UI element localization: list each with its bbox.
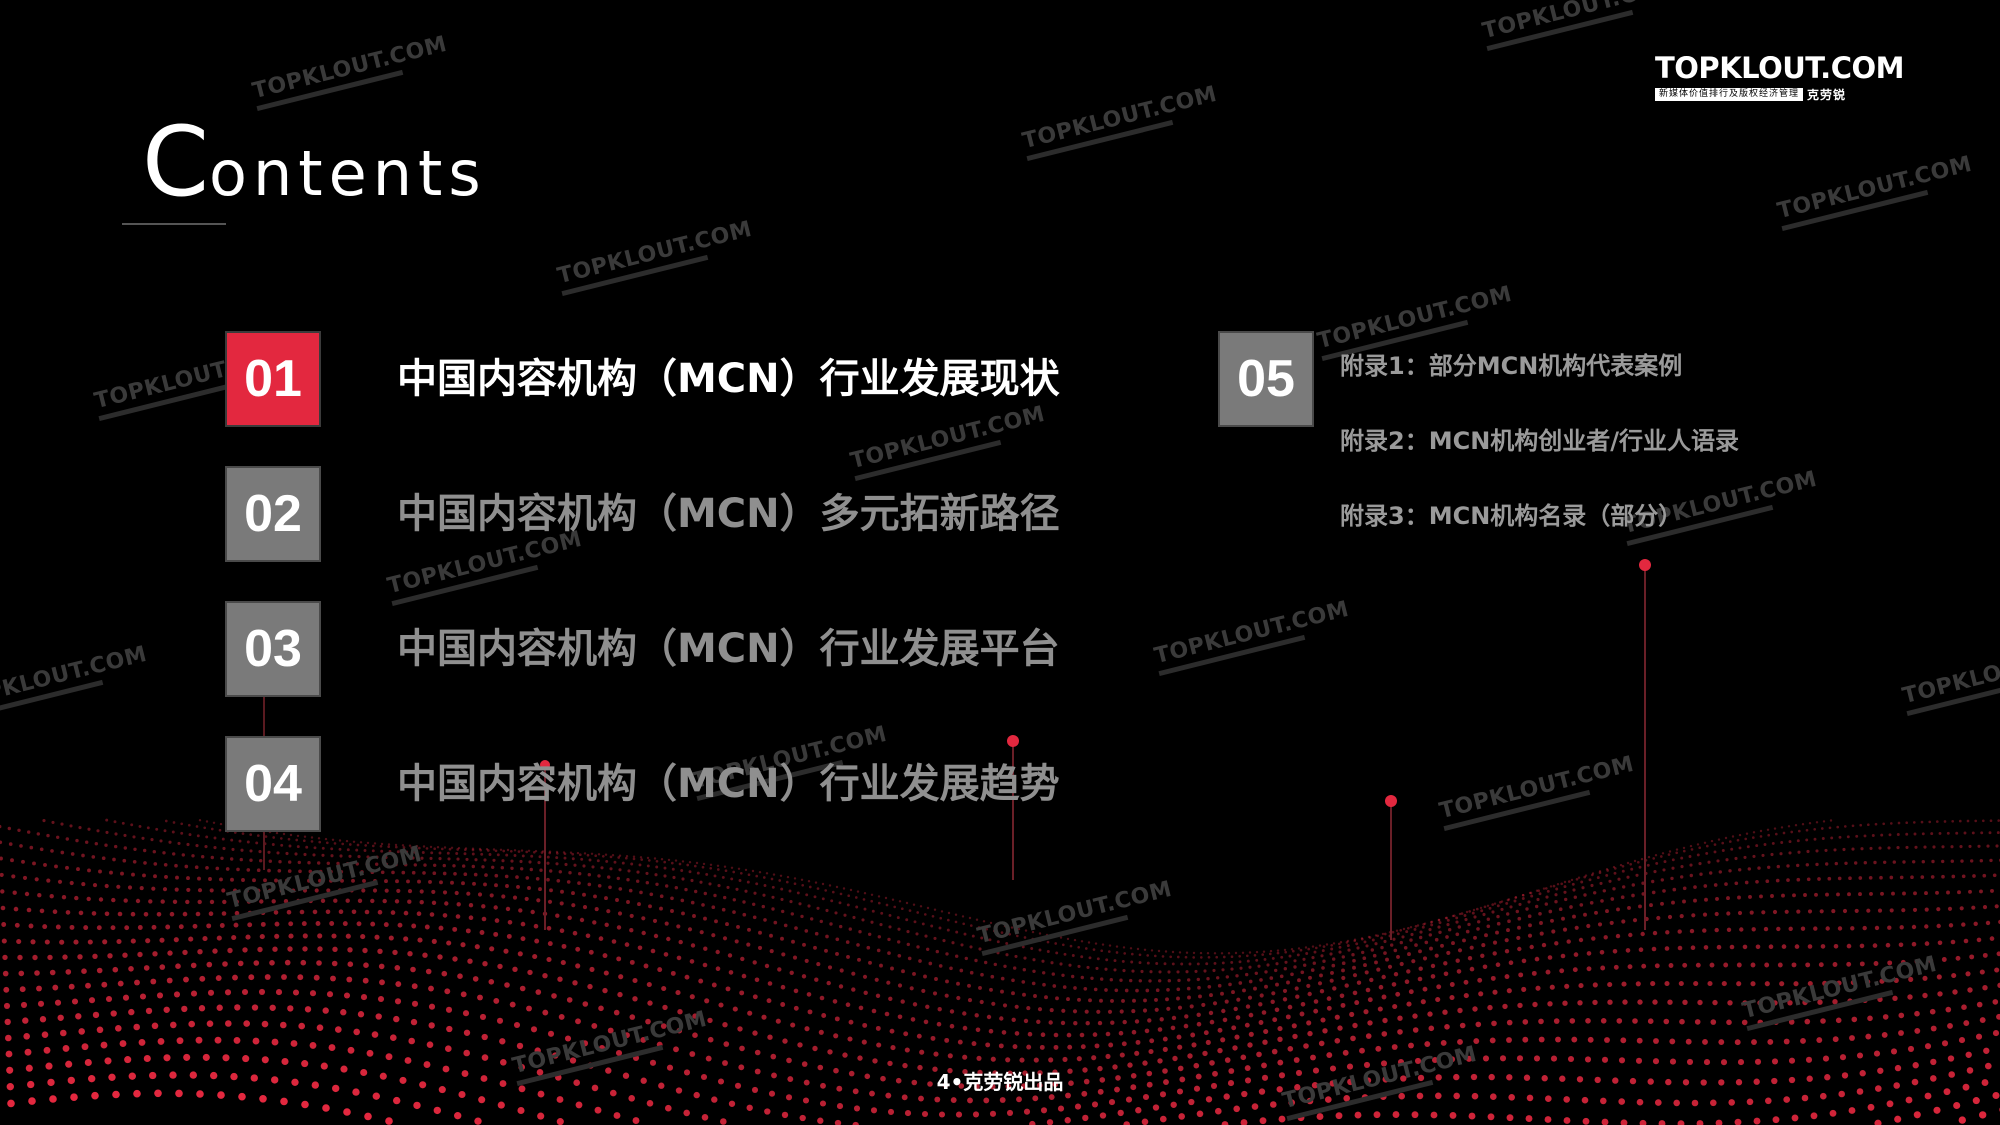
toc-item-01[interactable]: 01 中国内容机构（MCN）行业发展现状 bbox=[225, 331, 1125, 427]
logo-brand-cn: 克劳锐 bbox=[1807, 88, 1847, 102]
appendix-item-3[interactable]: 附录3：MCN机构名录（部分） bbox=[1340, 502, 1683, 530]
toc-number-box: 01 bbox=[225, 331, 321, 427]
brand-logo: TOPKLOUT.COM 新媒体价值排行及版权经济管理 克劳锐 bbox=[1655, 51, 1905, 103]
appendix-item-2[interactable]: 附录2：MCN机构创业者/行业人语录 bbox=[1340, 427, 1740, 455]
page-title: Contents bbox=[142, 112, 487, 212]
title-underline bbox=[122, 223, 226, 225]
toc-number-box: 04 bbox=[225, 736, 321, 832]
toc-label: 中国内容机构（MCN）行业发展平台 bbox=[397, 626, 1060, 672]
title-first-letter: C bbox=[142, 106, 210, 218]
logo-subline: 新媒体价值排行及版权经济管理 克劳锐 bbox=[1655, 86, 1885, 103]
toc-item-05[interactable]: 05 bbox=[1218, 331, 1314, 427]
red-dot-wave bbox=[0, 818, 2000, 1125]
toc-label: 中国内容机构（MCN）行业发展现状 bbox=[397, 356, 1060, 402]
pin-dot bbox=[1007, 735, 1019, 747]
pin-dot bbox=[1639, 559, 1651, 571]
pin-dot bbox=[540, 760, 550, 770]
toc-number-box: 02 bbox=[225, 466, 321, 562]
toc-number-box: 05 bbox=[1218, 331, 1314, 427]
toc-number-box: 03 bbox=[225, 601, 321, 697]
title-rest: ontents bbox=[209, 137, 487, 210]
toc-item-04[interactable]: 04 中国内容机构（MCN）行业发展趋势 bbox=[225, 736, 1125, 832]
pin-dot bbox=[1385, 795, 1397, 807]
logo-wordmark: TOPKLOUT.COM bbox=[1655, 51, 1905, 85]
toc-item-03[interactable]: 03 中国内容机构（MCN）行业发展平台 bbox=[225, 601, 1125, 697]
footer-credit: 4•克劳锐出品 bbox=[936, 1070, 1064, 1094]
appendix-item-1[interactable]: 附录1：部分MCN机构代表案例 bbox=[1340, 352, 1683, 380]
logo-tagline: 新媒体价值排行及版权经济管理 bbox=[1655, 88, 1804, 101]
toc-label: 中国内容机构（MCN）多元拓新路径 bbox=[397, 491, 1060, 537]
toc-label: 中国内容机构（MCN）行业发展趋势 bbox=[397, 761, 1060, 807]
toc-item-02[interactable]: 02 中国内容机构（MCN）多元拓新路径 bbox=[225, 466, 1125, 562]
